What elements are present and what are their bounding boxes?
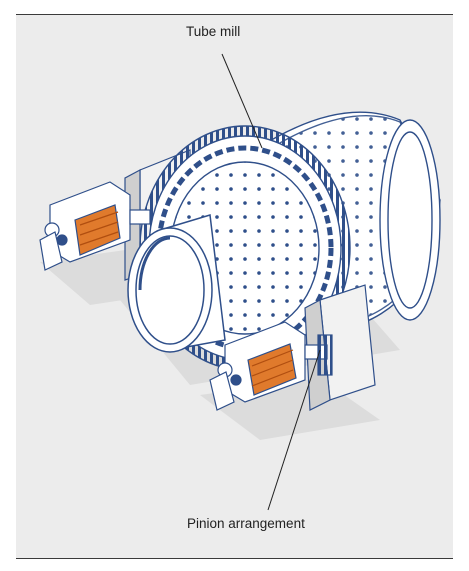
pinion bbox=[317, 334, 333, 376]
mill-inlet bbox=[127, 214, 226, 353]
motor-lower bbox=[209, 321, 328, 411]
pinion-leader-line bbox=[267, 349, 321, 511]
tube-mill-label: Tube mill bbox=[186, 24, 241, 39]
tube-mill-leader-line bbox=[221, 53, 263, 149]
motor-upper bbox=[39, 181, 151, 271]
pinion-arrangement-label: Pinion arrangement bbox=[187, 516, 305, 531]
